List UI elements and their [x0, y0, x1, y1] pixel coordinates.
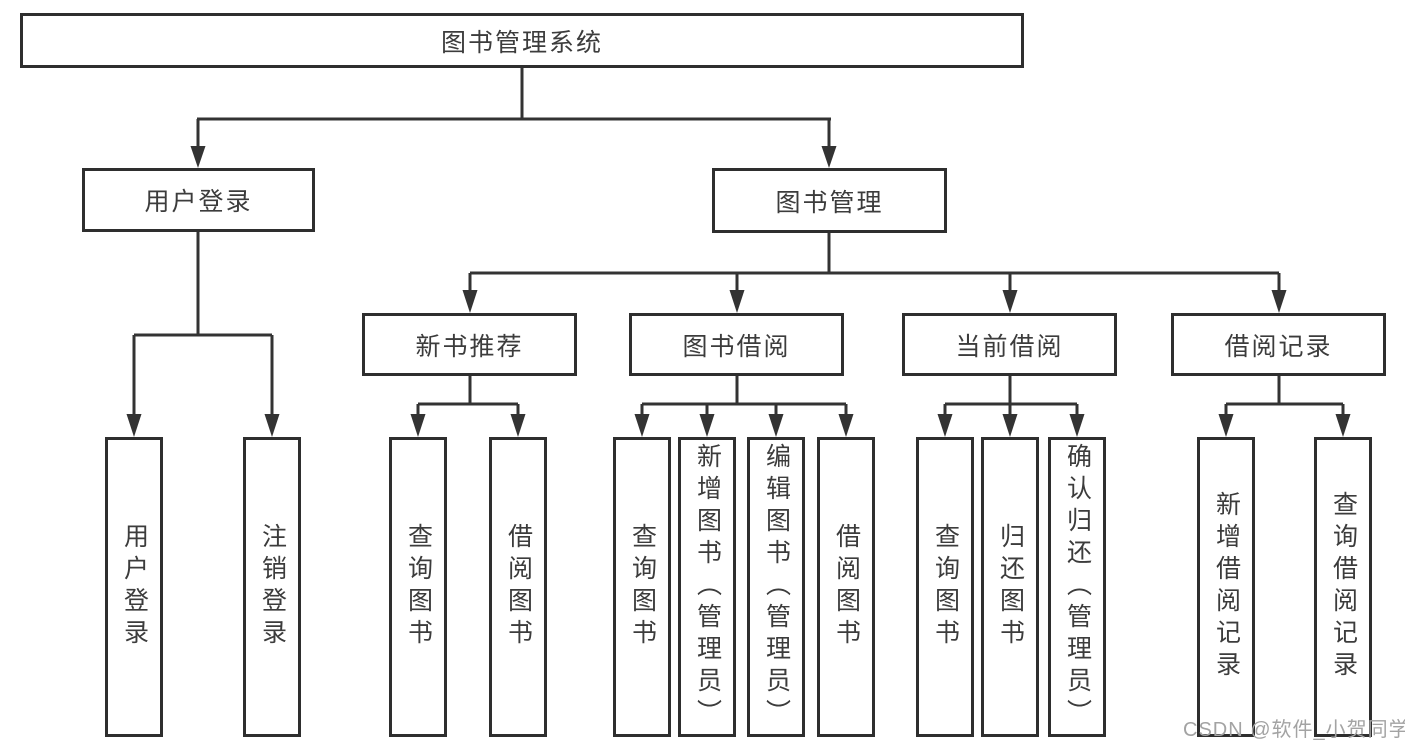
node-book-management-label: 图书管理	[775, 188, 884, 217]
connector-root-to-level2	[190, 68, 837, 168]
node-new-book-recommend: 新书推荐	[362, 313, 577, 376]
leaf-user-login: 用户登录	[105, 437, 163, 737]
node-borrow-records-label: 借阅记录	[1224, 332, 1333, 361]
leaf-br-add-record-label: 新增借阅记录	[1212, 491, 1241, 683]
leaf-bb-edit-books-admin-label: 编辑图书（管理员）	[762, 443, 791, 731]
leaf-br-query-record-label: 查询借阅记录	[1329, 491, 1358, 683]
node-book-borrow-label: 图书借阅	[682, 332, 791, 361]
node-user-login-label: 用户登录	[144, 188, 253, 216]
leaf-cb-return-books-label: 归还图书	[996, 523, 1025, 651]
leaf-cb-query-books-label: 查询图书	[931, 523, 960, 651]
leaf-cb-query-books: 查询图书	[916, 437, 974, 737]
leaf-cb-confirm-return-admin: 确认归还（管理员）	[1048, 437, 1106, 737]
node-root: 图书管理系统	[20, 13, 1024, 68]
connector-new-book-recommend-children	[410, 376, 526, 437]
leaf-bb-query-books: 查询图书	[613, 437, 671, 737]
leaf-br-query-record: 查询借阅记录	[1314, 437, 1372, 737]
leaf-nbr-query-books-label: 查询图书	[404, 523, 433, 651]
node-borrow-records: 借阅记录	[1171, 313, 1386, 376]
connector-book-management-children	[462, 233, 1287, 313]
leaf-bb-borrow-books: 借阅图书	[817, 437, 875, 737]
leaf-br-add-record: 新增借阅记录	[1197, 437, 1255, 737]
connector-book-borrow-children	[634, 376, 854, 437]
connector-borrow-records-children	[1218, 375, 1351, 437]
leaf-logout-label: 注销登录	[258, 523, 287, 651]
connector-current-borrow-children	[937, 375, 1085, 437]
leaf-bb-add-books-admin-label: 新增图书（管理员）	[693, 443, 722, 731]
connector-user-login-children	[126, 232, 280, 437]
csdn-watermark: CSDN @软件_小贺同学	[1183, 719, 1405, 741]
leaf-cb-return-books: 归还图书	[981, 437, 1039, 737]
leaf-bb-borrow-books-label: 借阅图书	[832, 523, 861, 651]
leaf-bb-query-books-label: 查询图书	[628, 523, 657, 651]
node-new-book-recommend-label: 新书推荐	[415, 332, 524, 361]
node-book-borrow: 图书借阅	[629, 313, 844, 376]
leaf-bb-edit-books-admin: 编辑图书（管理员）	[747, 437, 805, 737]
node-user-login: 用户登录	[82, 168, 315, 232]
leaf-nbr-query-books: 查询图书	[389, 437, 447, 737]
node-book-management: 图书管理	[712, 168, 947, 233]
node-current-borrow-label: 当前借阅	[955, 332, 1064, 361]
leaf-nbr-borrow-books-label: 借阅图书	[504, 523, 533, 651]
node-current-borrow: 当前借阅	[902, 313, 1117, 376]
leaf-bb-add-books-admin: 新增图书（管理员）	[678, 437, 736, 737]
node-root-label: 图书管理系统	[440, 28, 603, 57]
leaf-cb-confirm-return-admin-label: 确认归还（管理员）	[1063, 443, 1092, 731]
leaf-nbr-borrow-books: 借阅图书	[489, 437, 547, 737]
leaf-user-login-label: 用户登录	[120, 523, 149, 651]
leaf-logout: 注销登录	[243, 437, 301, 737]
